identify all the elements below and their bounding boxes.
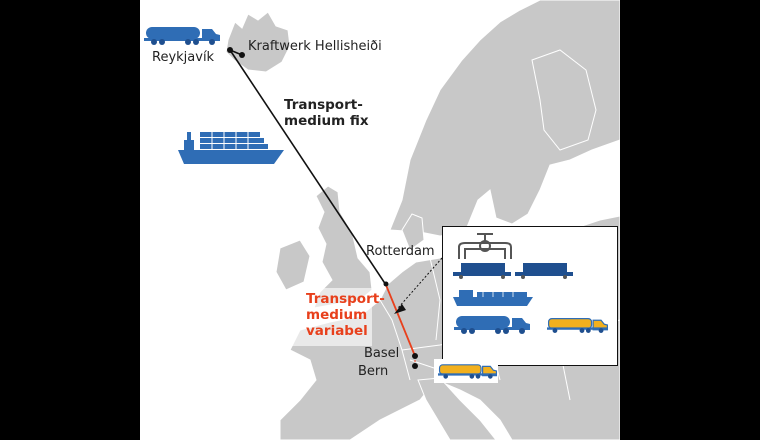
legend-pointer — [397, 257, 443, 309]
tanker-truck-icon-blue — [454, 316, 530, 334]
label-backdrop — [290, 288, 372, 346]
plant-dot — [239, 52, 245, 58]
rotterdam-label: Rotterdam — [366, 244, 435, 259]
container-ship-icon — [178, 132, 284, 164]
rotterdam-dot — [383, 281, 389, 287]
pipeline-valve-icon — [458, 233, 512, 259]
variable-route-label: Transport- medium variabel — [306, 291, 385, 339]
basel-label: Basel — [364, 346, 400, 361]
basel-dot — [412, 353, 418, 359]
transport-options-box — [442, 226, 618, 366]
reykjavik-label: Reykjavík — [152, 50, 215, 65]
tanker-truck-icon-yellow — [547, 318, 609, 333]
fixed-route-line — [229, 49, 387, 286]
europe-map: Reykjavík Kraftwerk Hellisheiði Transpor… — [140, 0, 620, 440]
bern-label: Bern — [358, 364, 389, 379]
barge-icon — [453, 290, 533, 306]
freight-train-icon — [453, 263, 573, 279]
finland — [531, 49, 597, 151]
fixed-route-label: Transport- medium fix — [284, 97, 369, 129]
plant-label: Kraftwerk Hellisheiði — [248, 39, 382, 54]
tanker-truck-icon-yellow — [438, 364, 498, 379]
ireland — [275, 239, 311, 291]
bern-dot — [412, 363, 418, 369]
reykjavik-dot — [227, 47, 233, 53]
italy — [417, 377, 497, 440]
denmark — [401, 213, 425, 251]
tanker-truck-icon-blue — [144, 27, 220, 45]
variable-route-line — [385, 284, 416, 357]
